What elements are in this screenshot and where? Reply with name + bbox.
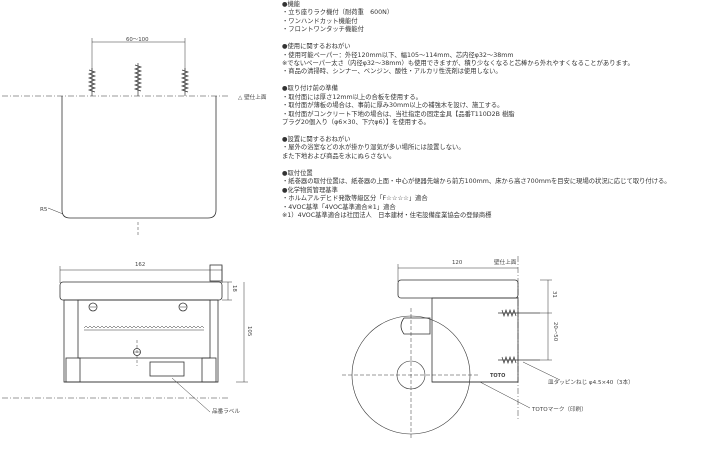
- note-line: ・使用可能ペーパー：外径120mm以下、幅105～114mm、芯内径φ32～38…: [282, 51, 514, 59]
- screw-note: 皿タッピンねじ φ4.5×40（3本）: [548, 380, 634, 386]
- section-features: ●機能 ・立ち座りラク機付（耐荷重 600N） ・ワンハンドカット機能付 ・フロ…: [282, 1, 718, 35]
- section-heading: ●使用に関するおねがい: [282, 43, 351, 51]
- section-heading: ●設置に関するおねがい: [282, 136, 351, 144]
- note-line: ・ワンハンドカット機能付: [282, 17, 358, 25]
- note-line: ※1）4VOC基準適合は社団法人 日本建材・住宅設備産業協会の登録商標: [282, 211, 492, 219]
- note-line: プラグ20個入り（φ6×30、下穴φ6）】を使用する。: [282, 119, 430, 127]
- note-line: ※でないペーパー太さ（内径φ32～38mm）も使用できますが、積り少なくなると芯…: [282, 60, 634, 68]
- side-view-drawing: [342, 256, 561, 440]
- front-view-drawing: [2, 264, 248, 413]
- toto-logo: TOTO: [490, 373, 506, 379]
- section-heading: ●取付位置: [282, 169, 313, 177]
- dimension-31: 31: [551, 291, 557, 298]
- radius-label: R5: [40, 207, 48, 213]
- note-line: ・取付面が薄板の場合は、事前に厚み30mm以上の補強木を設け、施工する。: [282, 102, 504, 110]
- note-line: ・立ち座りラク機付（耐荷重 600N）: [282, 9, 394, 17]
- note-line: ・紙巻器の取付位置は、紙巻器の上面・中心が便器先端から前方100mm、床から高さ…: [282, 178, 671, 186]
- note-line: ・取付面には厚さ12mm以上の合板を使用する。: [282, 93, 422, 101]
- note-line: ・フロントワンタッチ機能付: [282, 26, 364, 34]
- spec-notes: ●機能 ・立ち座りラク機付（耐荷重 600N） ・ワンハンドカット機能付 ・フロ…: [282, 1, 718, 220]
- dimension-105: 105: [246, 326, 252, 337]
- dimension-18: 18: [231, 285, 237, 292]
- dimension-60-100: 60～100: [126, 37, 149, 43]
- wall-finish-side-label: 壁仕上面: [494, 260, 517, 266]
- note-line: ・4VOC基準「4VOC基準適合※1」適合: [282, 203, 396, 211]
- section-preparation: ●取り付け前の準備 ・取付面には厚さ12mm以上の合板を使用する。 ・取付面が薄…: [282, 85, 718, 127]
- note-line: ・取付面がコンクリート下地の場合は、当社指定の固定金具【品番T110D2B 樹脂: [282, 110, 515, 118]
- section-heading: ●機能: [282, 1, 301, 8]
- note-line: また下地および商品を水にぬらさない。: [282, 152, 396, 160]
- section-usage: ●使用に関するおねがい ・使用可能ペーパー：外径120mm以下、幅105～114…: [282, 43, 718, 77]
- note-line: ●化学物質管理基準: [282, 186, 338, 194]
- note-line: ・商品の清掃時、シンナー、ベンジン、酸性・アルカリ性洗剤は使用しない。: [282, 68, 502, 76]
- wall-finish-label: △ 壁仕上面: [238, 95, 267, 101]
- note-line: ・屋外の浴室などの水が掛かり湿気が多い場所には設置しない。: [282, 144, 465, 152]
- toto-mark-note: TOTOマーク（印刷）: [532, 407, 587, 413]
- product-label-note: 品番ラベル: [212, 409, 240, 415]
- dimension-162: 162: [135, 262, 146, 268]
- top-view-drawing: [2, 38, 230, 236]
- section-heading: ●取り付け前の準備: [282, 85, 338, 93]
- note-line: ・ホルムアルデヒド発散等級区分「F☆☆☆☆」適合: [282, 195, 428, 203]
- section-mounting-position: ●取付位置 ・紙巻器の取付位置は、紙巻器の上面・中心が便器先端から前方100mm…: [282, 170, 718, 220]
- dimension-120: 120: [452, 260, 463, 266]
- dimension-20-50: 20～50: [552, 322, 558, 342]
- section-installation: ●設置に関するおねがい ・屋外の浴室などの水が掛かり湿気が多い場所には設置しない…: [282, 136, 718, 161]
